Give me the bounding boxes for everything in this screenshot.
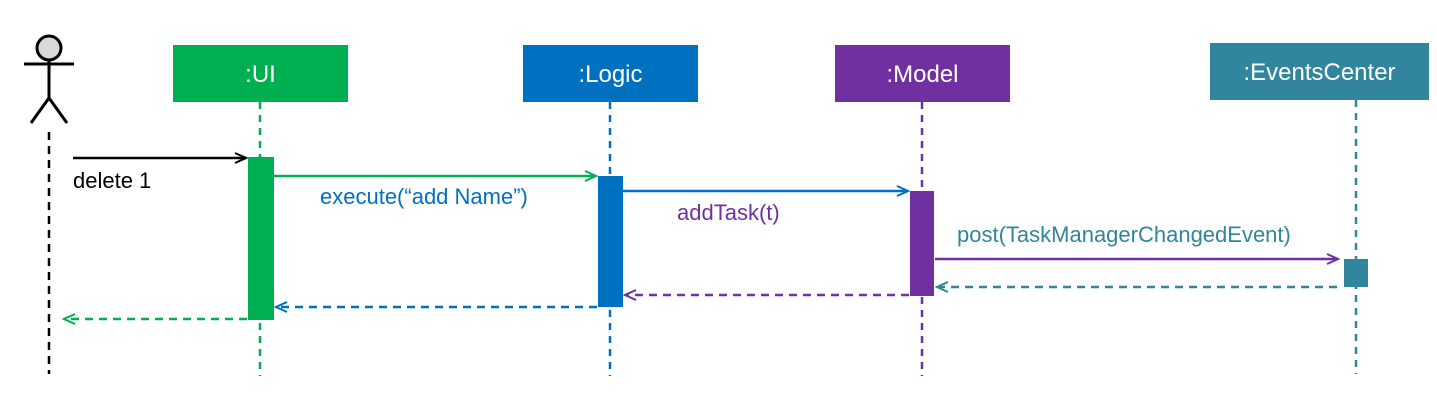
participant-ui: :UI xyxy=(173,45,348,376)
message-add-task-label: addTask(t) xyxy=(677,200,780,225)
stick-figure-actor-icon xyxy=(24,34,74,124)
logic-header-box xyxy=(523,45,698,102)
user-actor xyxy=(24,34,74,374)
model-header-box xyxy=(835,45,1010,102)
message-execute-label: execute(“add Name”) xyxy=(320,184,528,209)
model-activation-bar xyxy=(910,191,934,296)
message-delete: delete 1 xyxy=(73,158,246,193)
participant-model: :Model xyxy=(835,45,1010,376)
events-header-label: :EventsCenter xyxy=(1243,59,1395,86)
message-execute: execute(“add Name”) xyxy=(274,176,596,209)
model-header-label: :Model xyxy=(886,61,958,88)
ui-activation-bar xyxy=(248,157,274,320)
participant-events-center: :EventsCenter xyxy=(1210,43,1429,374)
message-add-task: addTask(t) xyxy=(623,191,908,225)
participant-logic: :Logic xyxy=(523,45,698,376)
message-post-label: post(TaskManagerChangedEvent) xyxy=(957,222,1291,247)
events-header-box xyxy=(1210,43,1429,100)
message-delete-label: delete 1 xyxy=(73,168,151,193)
message-post: post(TaskManagerChangedEvent) xyxy=(935,222,1338,259)
ui-header-label: :UI xyxy=(245,61,276,88)
events-activation-bar xyxy=(1344,259,1368,287)
logic-header-label: :Logic xyxy=(578,61,642,88)
ui-header-box xyxy=(173,45,348,102)
logic-activation-bar xyxy=(598,176,623,307)
